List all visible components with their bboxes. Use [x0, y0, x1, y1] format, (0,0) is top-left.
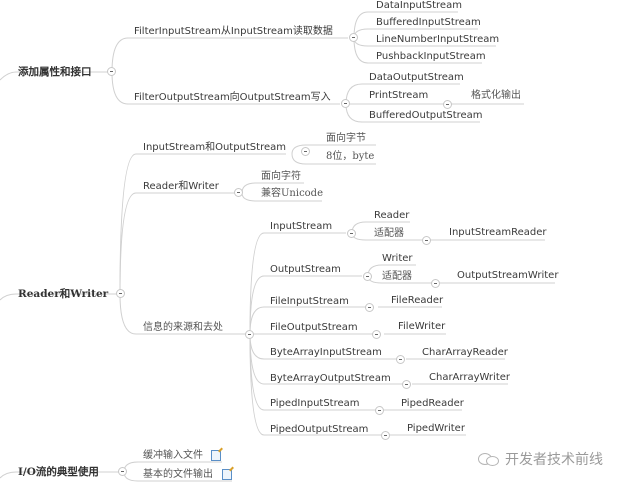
node-printstream[interactable]: PrintStream [369, 90, 429, 101]
node-bufferedinputstream[interactable]: BufferedInputStream [376, 17, 481, 28]
collapse-toggle[interactable] [381, 431, 390, 440]
root-node-io-typical-usage[interactable]: I/O流的典型使用 [18, 466, 99, 478]
node-char-oriented[interactable]: 面向字符 [261, 171, 301, 182]
collapse-toggle[interactable] [349, 33, 358, 42]
root-node-reader-writer[interactable]: Reader和Writer [18, 288, 109, 300]
collapse-toggle[interactable] [347, 229, 356, 238]
watermark-text: 开发者技术前线 [505, 452, 603, 468]
node-writer[interactable]: Writer [382, 253, 413, 264]
node-basic-file-output[interactable]: 基本的文件输出 [143, 469, 213, 480]
collapse-toggle[interactable] [107, 67, 116, 76]
node-pipedreader[interactable]: PipedReader [401, 398, 464, 409]
collapse-toggle[interactable] [245, 330, 254, 339]
collapse-toggle[interactable] [422, 236, 431, 245]
wechat-icon [478, 452, 500, 466]
collapse-toggle[interactable] [443, 100, 452, 109]
collapse-toggle[interactable] [365, 303, 374, 312]
node-fileoutputstream[interactable]: FileOutputStream [270, 322, 358, 333]
node-inputstream[interactable]: InputStream [270, 221, 333, 232]
note-icon[interactable] [211, 450, 221, 461]
node-source-destination[interactable]: 信息的来源和去处 [143, 322, 223, 333]
node-reader[interactable]: Reader [374, 210, 410, 221]
collapse-toggle[interactable] [431, 279, 440, 288]
node-dataoutputstream[interactable]: DataOutputStream [369, 72, 464, 83]
collapse-toggle[interactable] [116, 289, 125, 298]
node-chararraywriter[interactable]: CharArrayWriter [429, 372, 511, 383]
collapse-toggle[interactable] [372, 330, 381, 339]
node-filewriter[interactable]: FileWriter [398, 321, 446, 332]
node-bytearrayinputstream[interactable]: ByteArrayInputStream [270, 347, 382, 358]
node-inputstreamreader[interactable]: InputStreamReader [449, 227, 547, 238]
node-bytearrayoutputstream[interactable]: ByteArrayOutputStream [270, 373, 391, 384]
node-pipedwriter[interactable]: PipedWriter [407, 423, 465, 434]
node-byte-oriented[interactable]: 面向字节 [326, 133, 366, 144]
node-reader-writer[interactable]: Reader和Writer [143, 181, 219, 192]
node-filteroutputstream[interactable]: FilterOutputStream向OutputStream写入 [134, 92, 331, 103]
node-unicode-compat[interactable]: 兼容Unicode [261, 188, 324, 199]
node-chararrayreader[interactable]: CharArrayReader [422, 347, 508, 358]
node-adapter[interactable]: 适配器 [382, 271, 412, 282]
node-pipedoutputstream[interactable]: PipedOutputStream [270, 424, 369, 435]
watermark: 开发者技术前线 [478, 449, 603, 469]
node-datainputstream[interactable]: DataInputStream [376, 0, 462, 11]
node-pushbackinputstream[interactable]: PushbackInputStream [376, 51, 486, 62]
collapse-toggle[interactable] [341, 99, 350, 108]
node-bufferedoutputstream[interactable]: BufferedOutputStream [369, 110, 483, 121]
node-adapter[interactable]: 适配器 [374, 228, 404, 239]
collapse-toggle[interactable] [396, 355, 405, 364]
collapse-toggle[interactable] [118, 467, 127, 476]
note-icon[interactable] [222, 469, 232, 480]
collapse-toggle[interactable] [363, 272, 372, 281]
node-pipedinputstream[interactable]: PipedInputStream [270, 398, 360, 409]
node-filterinputstream[interactable]: FilterInputStream从InputStream读取数据 [134, 26, 333, 37]
node-filereader[interactable]: FileReader [391, 295, 444, 306]
node-outputstreamwriter[interactable]: OutputStreamWriter [457, 270, 559, 281]
node-8bit-byte[interactable]: 8位，byte [326, 151, 375, 162]
node-outputstream[interactable]: OutputStream [270, 264, 341, 275]
collapse-toggle[interactable] [375, 406, 384, 415]
collapse-toggle[interactable] [234, 188, 243, 197]
node-fileinputstream[interactable]: FileInputStream [270, 296, 349, 307]
root-node-add-attributes[interactable]: 添加属性和接口 [18, 66, 92, 78]
collapse-toggle[interactable] [402, 380, 411, 389]
node-formatted-output[interactable]: 格式化输出 [471, 90, 521, 101]
node-inputstream-outputstream[interactable]: InputStream和OutputStream [143, 142, 286, 153]
collapse-toggle[interactable] [301, 147, 310, 156]
node-linenumberinputstream[interactable]: LineNumberInputStream [376, 34, 500, 45]
node-buffered-input-file[interactable]: 缓冲输入文件 [143, 450, 203, 461]
